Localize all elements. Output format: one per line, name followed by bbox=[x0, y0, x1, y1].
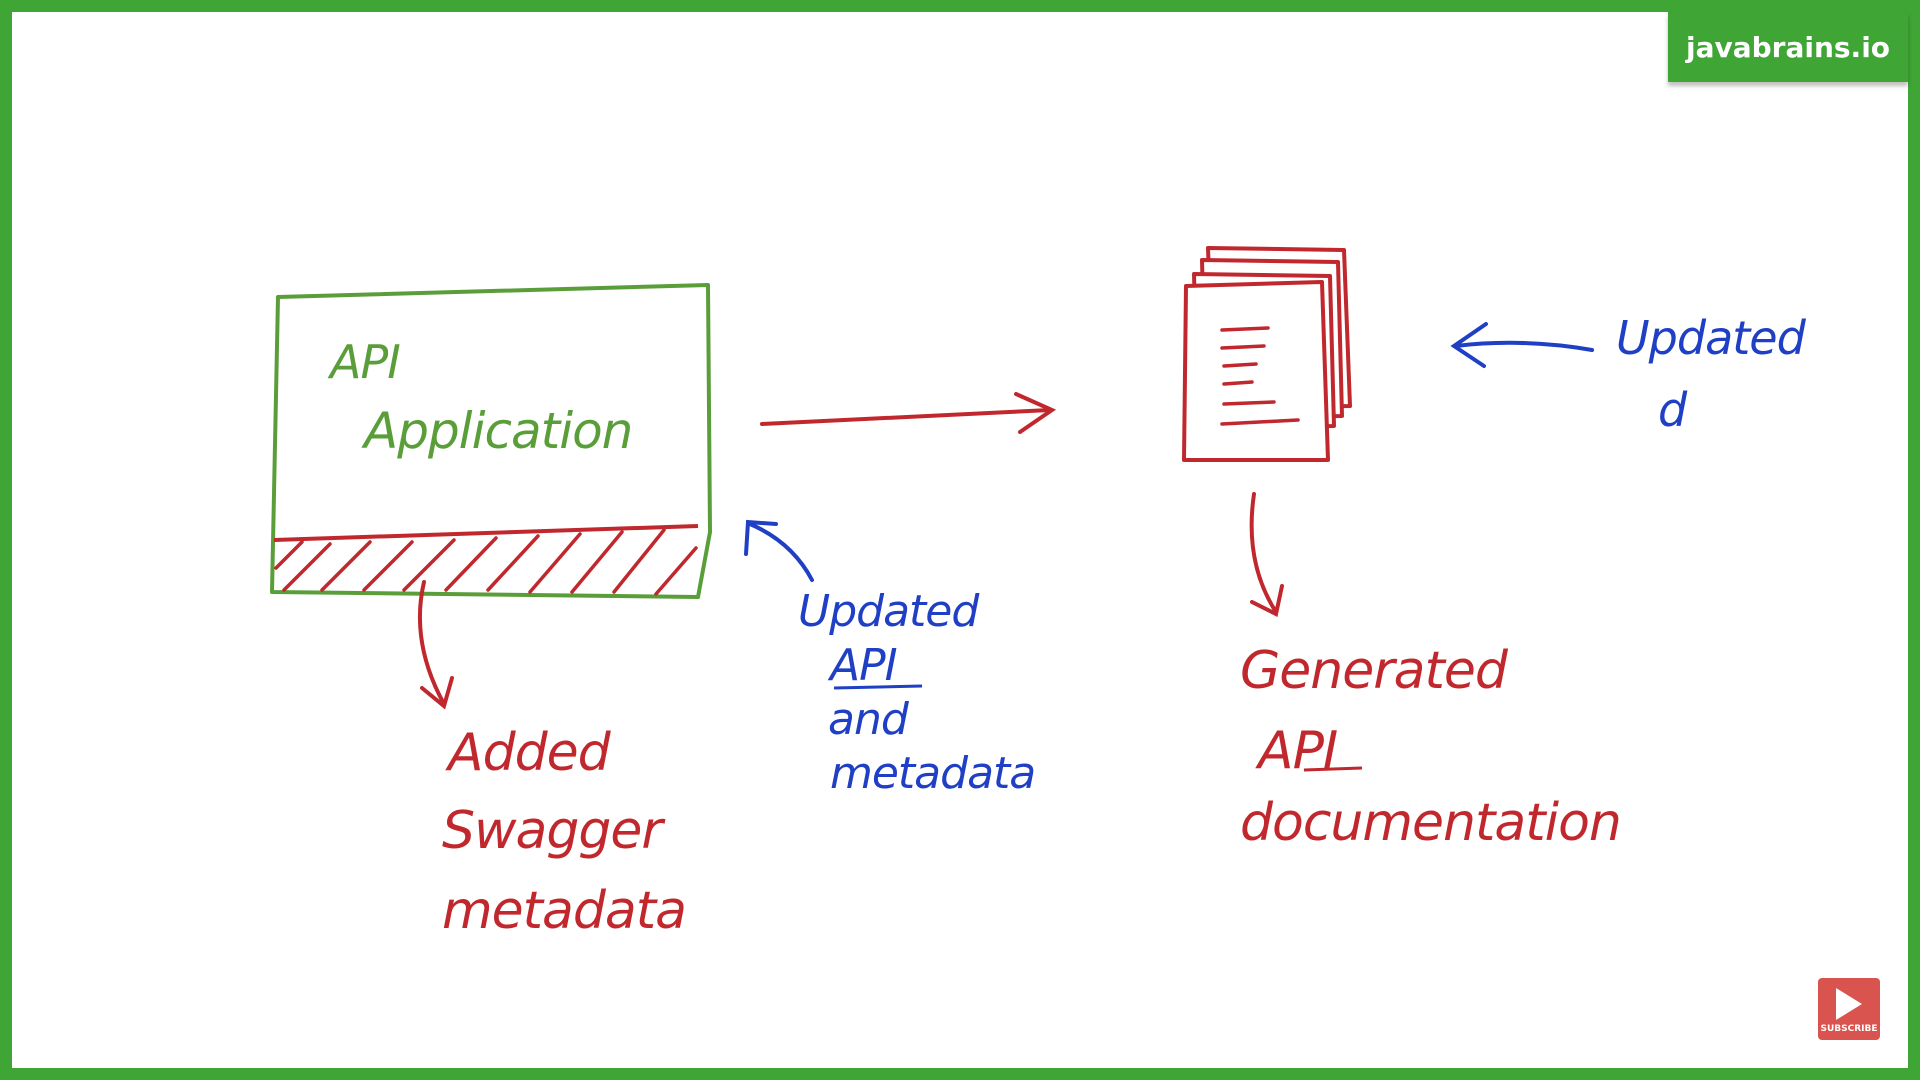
docs-note-line1: Generated bbox=[1240, 641, 1509, 701]
update-note-line1: Updated bbox=[798, 586, 980, 637]
app-to-docs-arrow bbox=[760, 392, 1057, 434]
swagger-metadata-band bbox=[273, 524, 699, 542]
right-note-line1: Updated bbox=[1616, 311, 1807, 365]
update-note-line3: and bbox=[828, 694, 910, 745]
right-note-line2: d bbox=[1658, 383, 1688, 437]
updated-arrow-left bbox=[744, 519, 814, 582]
subscribe-button[interactable]: SUBSCRIBE bbox=[1818, 978, 1880, 1040]
docs-note-line2: API bbox=[1255, 721, 1337, 781]
swagger-note-line3: metadata bbox=[442, 881, 686, 941]
documents-stack-icon bbox=[1182, 246, 1352, 462]
play-icon bbox=[1836, 988, 1862, 1020]
swagger-note-line1: Added bbox=[445, 723, 612, 783]
javabrains-badge[interactable]: javabrains.io bbox=[1668, 12, 1908, 82]
update-note-line2: API bbox=[827, 640, 897, 691]
api-application-box bbox=[270, 283, 712, 599]
hatch-lines bbox=[274, 528, 698, 596]
swagger-note-line2: Swagger bbox=[442, 801, 666, 861]
subscribe-label: SUBSCRIBE bbox=[1820, 1024, 1878, 1034]
api-application-title-line2: Application bbox=[361, 402, 632, 460]
docs-down-arrow bbox=[1249, 492, 1284, 617]
update-note-underline bbox=[833, 684, 923, 690]
swagger-down-arrow bbox=[418, 580, 454, 710]
docs-note-line3: documentation bbox=[1240, 793, 1621, 853]
update-note-line4: metadata bbox=[830, 748, 1035, 799]
docs-note-underline bbox=[1303, 766, 1363, 772]
api-application-title-line1: API bbox=[327, 335, 400, 389]
updated-arrow-right bbox=[1450, 322, 1594, 368]
swagger-diagram: API Application bbox=[270, 246, 1808, 941]
